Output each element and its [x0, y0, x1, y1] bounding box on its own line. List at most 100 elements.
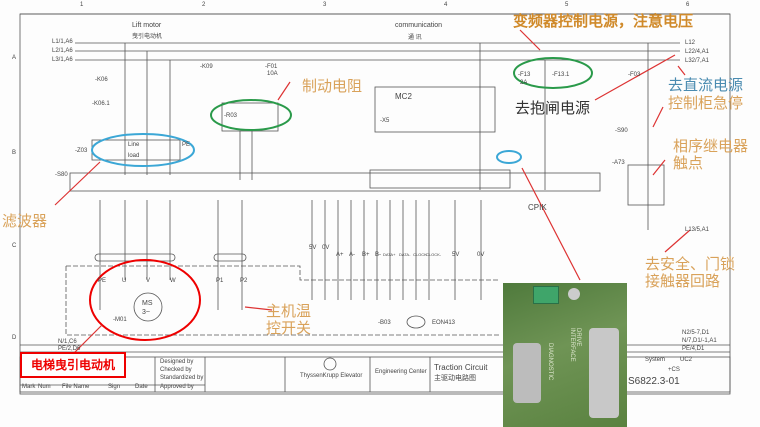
motor-highlight [89, 259, 201, 341]
cs-label: +CS [668, 367, 680, 373]
col-date: Date [135, 384, 148, 390]
x5-label: -X5 [380, 118, 390, 124]
row-a: A [12, 55, 17, 61]
engineering-center: Engineering Center [375, 369, 427, 375]
annotation-phase-relay: 相序继电器触点 [673, 137, 749, 172]
s90-label: -S90 [615, 128, 628, 134]
col-num: Num [38, 384, 51, 390]
terminal-p1: P1 [216, 278, 224, 284]
col-5: 5 [565, 2, 569, 8]
col-file-name: File Name [62, 384, 90, 390]
system-label: System [645, 357, 666, 363]
drive-interface-board-photo: DIAGNOSTIC DRIVE INTERFACE [503, 283, 627, 427]
filter-pe: PE [182, 142, 191, 148]
s80-label: -S80 [55, 172, 68, 178]
l13-label: L13/5,A1 [685, 227, 710, 233]
lift-motor-cn: 曳引电动机 [132, 34, 163, 40]
col-4: 4 [444, 2, 448, 8]
terminal-w: W [170, 278, 176, 284]
approved-by: Approved by [160, 384, 194, 390]
motor-label: MS [142, 300, 153, 307]
fuse-rating: 2A [520, 80, 528, 86]
fuse-highlight [513, 57, 593, 89]
communication-label: communication [395, 22, 443, 29]
cpik-label: CPIK [528, 203, 547, 212]
f131-label: -F13.1 [552, 72, 570, 78]
annotation-brake-resistor: 制动电阻 [302, 77, 363, 95]
line-l12: L12 [685, 40, 696, 46]
designed-by: Designed by [160, 359, 194, 365]
col-sign: Sign [108, 384, 121, 390]
drawing-number: S6822.3-01 [628, 376, 680, 387]
signal: 0V [477, 252, 485, 258]
db9-connector-icon [513, 343, 541, 403]
signal: DATA- [399, 252, 411, 257]
motor-phase: 3~ [142, 309, 150, 316]
col-3: 3 [323, 2, 327, 8]
annotation-brake-power: 去抱闸电源 [515, 99, 591, 117]
k061-label: -K06.1 [92, 101, 110, 107]
row-d: D [12, 335, 17, 341]
terminal-u: U [122, 278, 127, 284]
line-l3: L3/1,A6 [52, 57, 73, 63]
col-1: 1 [80, 2, 84, 8]
col-2: 2 [202, 2, 206, 8]
signal: DATA+ [383, 252, 396, 257]
f03-label: -F03 [628, 72, 641, 78]
diagnostic-label: DIAGNOSTIC [547, 343, 553, 381]
annotation-thermal-switch: 主机温控开关 [266, 302, 312, 337]
row-b: B [12, 150, 17, 156]
annotation-inverter-power: 变频器控制电源，注意电压 [513, 12, 694, 30]
signal: B- [375, 252, 381, 258]
k06-label: -K06 [95, 77, 108, 83]
annotation-traction-motor: 电梯曳引电动机 [20, 352, 126, 378]
annotation-filter: 滤波器 [2, 212, 48, 230]
annotation-estop: 控制柜急停 [668, 94, 744, 112]
b03-label: -B03 [378, 320, 391, 326]
row-c: C [12, 243, 17, 249]
f13-label: -F13 [518, 72, 531, 78]
communication-cn: 通 讯 [408, 35, 422, 41]
mount-hole-icon [568, 288, 580, 300]
terminal-p2: P2 [240, 278, 248, 284]
drive-interface-label: DRIVE INTERFACE [569, 328, 581, 362]
z03-label: -Z03 [75, 148, 88, 154]
signal-lines [311, 200, 482, 300]
annotation-safety-loop: 去安全、门锁接触器回路 [645, 255, 736, 290]
signal: B+ [362, 252, 370, 258]
system-value: UC2 [680, 357, 693, 363]
line-l1: L1/1,A6 [52, 39, 73, 45]
signal: 5V [309, 245, 317, 251]
filter-load: load [128, 153, 140, 159]
signal: CLOCK- [426, 252, 442, 257]
company-name: ThyssenKrupp Elevator [300, 373, 363, 379]
pe-line: PE/2,D6 [58, 346, 81, 352]
signal: 5V [452, 252, 460, 258]
k09-label: -K09 [200, 64, 213, 70]
terminal-v: V [146, 278, 151, 284]
drawing-title: Traction Circuit [434, 363, 488, 372]
lift-motor-label: Lift motor [132, 22, 162, 29]
rb-line: PE/4,D1 [682, 346, 705, 352]
resistor-highlight [210, 99, 292, 131]
a73-label: -A73 [612, 160, 625, 166]
checked-by: Checked by [160, 367, 192, 373]
annotation-dc-power: 去直流电源 [668, 76, 744, 94]
filter-highlight [91, 133, 195, 167]
encoder-label: EON413 [432, 320, 456, 326]
col-6: 6 [686, 2, 690, 8]
mc2-label: MC2 [395, 92, 412, 101]
rb-line: N/7,D1/-1,A1 [682, 338, 717, 344]
filter-line: Line [128, 142, 140, 148]
signal: A+ [336, 252, 344, 258]
r03-label: -R03 [224, 113, 238, 119]
line-l32: L32/7,A1 [685, 58, 710, 64]
rb-line: N2/5-7,D1 [682, 330, 710, 336]
drawing-title-cn: 主驱动电路图 [434, 375, 476, 382]
n-line: N/1,C6 [58, 339, 77, 345]
line-l22: L22/4,A1 [685, 49, 710, 55]
standardized-by: Standardized by [160, 375, 204, 381]
m01-label: -M01 [113, 317, 127, 323]
